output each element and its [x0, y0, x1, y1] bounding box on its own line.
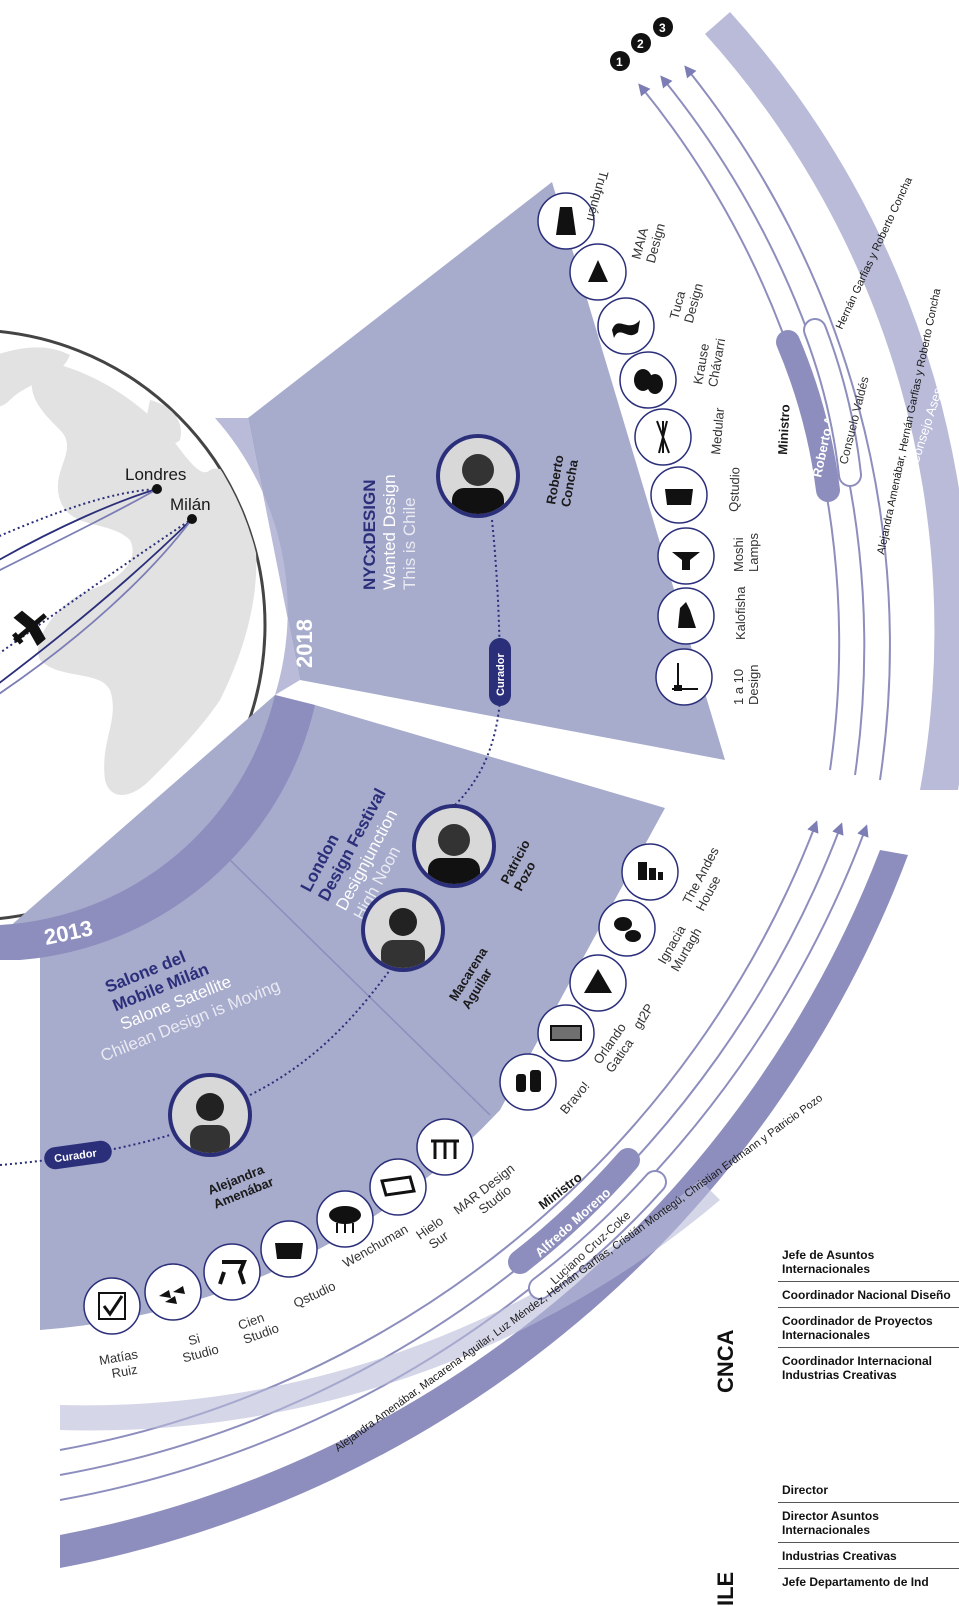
brand-si-l1: Si	[187, 1331, 202, 1349]
avatar-patricio-pozo	[412, 804, 496, 888]
legend-chile-label: ILE	[713, 1571, 738, 1606]
avatar-alejandra-amenabar	[168, 1073, 252, 1157]
brand-icons-2018	[537, 192, 715, 706]
panel-2013	[0, 695, 665, 1330]
brand-1a10-l2: Design	[746, 665, 761, 705]
curator-tag-2013: Curador	[44, 1140, 112, 1170]
panel-2013-divider	[229, 859, 491, 1116]
ministro-pill-2018	[776, 330, 840, 502]
legend-cnca: Jefe de Asuntos Internacionales Coordina…	[778, 1242, 959, 1387]
brand-bravo: Bravo!	[557, 1079, 593, 1117]
world-map	[0, 347, 257, 795]
legend-cnca-row: Coordinador de Proyectos Internacionales	[778, 1308, 959, 1348]
legend-cnca-row: Coordinador Nacional Diseño	[778, 1282, 959, 1308]
event-2018-name: NYCxDESIGN	[360, 479, 379, 590]
avatar-roberto-concha	[436, 434, 520, 518]
brand-icons-2013-milan	[83, 1118, 474, 1335]
ministro-pill-2013	[508, 1148, 640, 1274]
avatar-macarena-aguilar	[361, 888, 445, 972]
curator-tag-2018: Curador	[489, 638, 511, 706]
brand-qstudio-2013: Qstudio	[291, 1278, 338, 1311]
brand-tuca-l1: Tuca	[666, 289, 688, 321]
flight-paths	[0, 488, 193, 695]
legend-chile-row: Director	[778, 1477, 959, 1503]
brand-medular: Medular	[708, 406, 727, 455]
city-dot-london	[152, 484, 162, 494]
brand-trufquen: Trufquén	[584, 169, 612, 223]
city-label-milan: Milán	[170, 495, 211, 514]
badge-3: 3	[659, 21, 666, 35]
badge-2: 2	[637, 37, 644, 51]
ministro-label-2018: Ministro	[775, 404, 793, 455]
curator-link-2013	[0, 969, 391, 1166]
brand-moshi-l2: Lamps	[746, 532, 761, 572]
curator-tag-2013-label: Curador	[54, 1147, 99, 1165]
brand-kalofisha: Kalofisha	[733, 586, 748, 640]
event-2018-sub2: This is Chile	[400, 497, 419, 590]
brand-maia-l2: Design	[643, 222, 668, 265]
brand-si-l2: Studio	[181, 1341, 221, 1365]
airplane-icon	[11, 610, 47, 647]
band-2013-council	[60, 1180, 720, 1431]
year-band-2018	[215, 418, 300, 695]
brand-icons-2013-london	[499, 843, 679, 1111]
year-2018: 2018	[292, 619, 317, 668]
legend-cnca-row: Coordinador Internacional Industrias Cre…	[782, 1354, 933, 1382]
city-dot-milan	[187, 514, 197, 524]
brand-gt2p: gt2P	[630, 1001, 657, 1032]
legend-chile: Director Director Asuntos Internacionale…	[778, 1477, 959, 1594]
event-2018-titles: NYCxDESIGN Wanted Design This is Chile	[360, 474, 419, 590]
curator-tag-2018-label: Curador	[495, 653, 507, 697]
legend-chile-row: Industrias Creativas	[778, 1543, 959, 1569]
legend-chile-row: Director Asuntos Internacionales	[778, 1503, 959, 1543]
brand-1a10-l1: 1 a 10	[731, 669, 746, 705]
band-2018-arrow-3	[684, 65, 891, 781]
badge-1: 1	[616, 55, 623, 69]
brand-matias-l1: Matías	[98, 1346, 140, 1368]
brand-tuca-l2: Design	[681, 282, 706, 325]
legend-cnca-row: Jefe de Asuntos Internacionales	[778, 1242, 959, 1282]
brand-krause-l1: Krause	[690, 342, 712, 385]
event-2018-sub1: Wanted Design	[380, 474, 399, 590]
brand-qstudio-2018: Qstudio	[726, 467, 743, 512]
brand-matias-l2: Ruiz	[110, 1362, 138, 1381]
year-band-2013	[0, 695, 315, 960]
band-2018-outer	[705, 12, 959, 790]
numbered-badges: 1 2 3	[610, 17, 673, 71]
brand-moshi-l1: Moshi	[731, 537, 746, 572]
city-label-london: Londres	[125, 465, 186, 484]
legend-chile-row: Jefe Departamento de Ind	[782, 1575, 929, 1589]
legend-cnca-label: CNCA	[713, 1329, 738, 1393]
